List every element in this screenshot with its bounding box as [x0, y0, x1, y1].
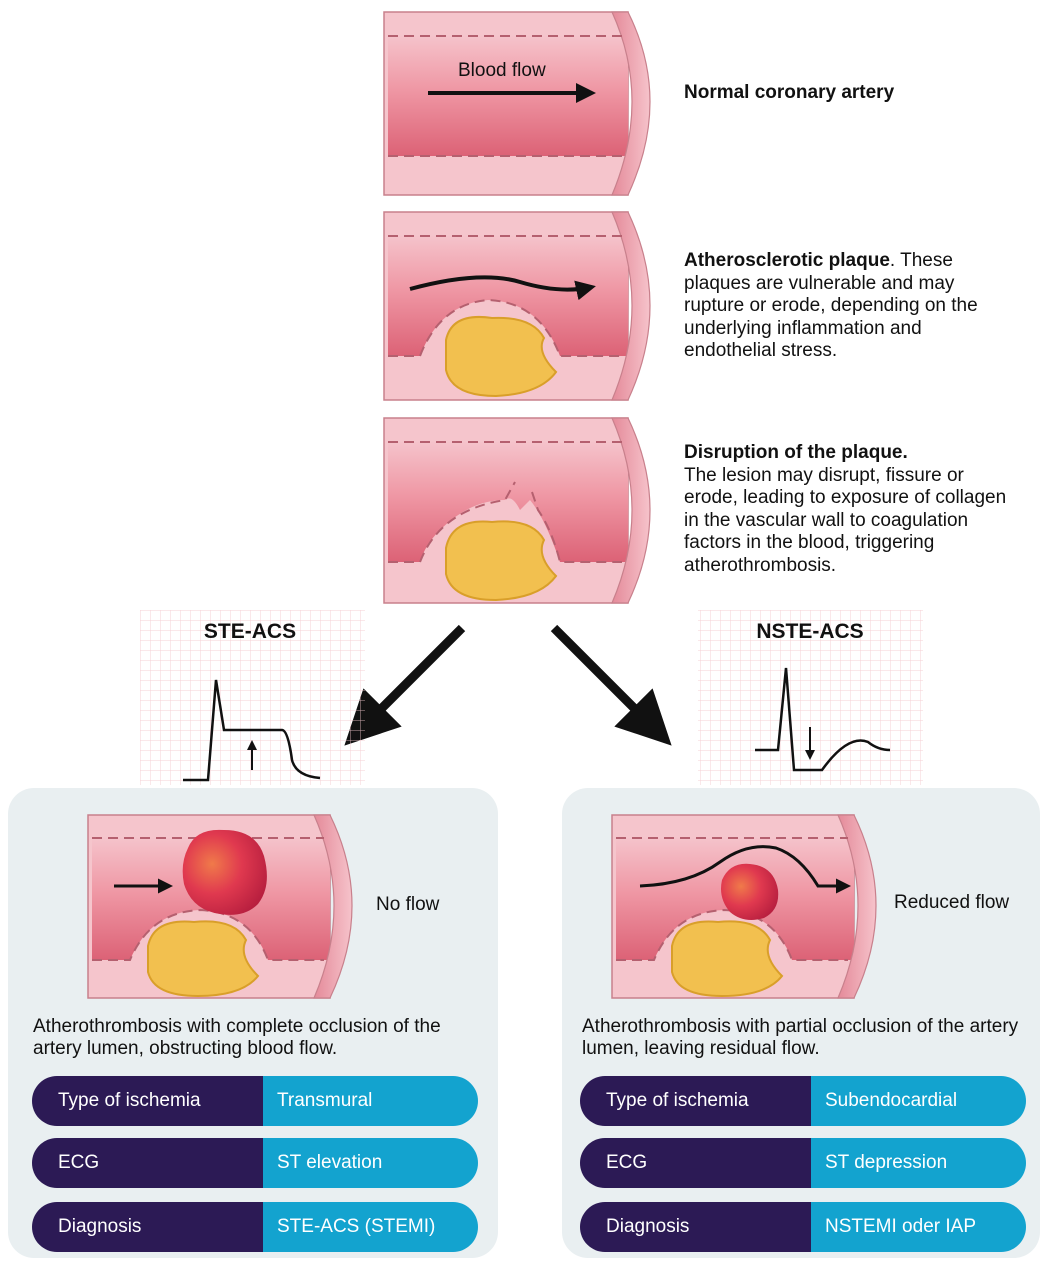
row-key: ECG — [580, 1138, 811, 1188]
row-ischemia-nste: Type of ischemia Subendocardial — [580, 1076, 1026, 1126]
stage-title-plaque: Atherosclerotic plaque — [684, 250, 890, 271]
row-key: ECG — [32, 1138, 263, 1188]
description-ste: Atherothrombosis with complete occlusion… — [33, 1016, 483, 1060]
row-diagnosis-ste: Diagnosis STE-ACS (STEMI) — [32, 1202, 478, 1252]
flow-label-no-flow: No flow — [376, 894, 439, 916]
stage-block-disruption: Disruption of the plaque. The lesion may… — [684, 442, 1019, 577]
flow-label-reduced-flow: Reduced flow — [894, 892, 1009, 914]
row-key: Type of ischemia — [32, 1076, 263, 1126]
description-nste: Atherothrombosis with partial occlusion … — [582, 1016, 1022, 1060]
row-ecg-nste: ECG ST depression — [580, 1138, 1026, 1188]
flow-label-normal: Blood flow — [458, 60, 546, 82]
row-value: ST elevation — [263, 1138, 478, 1188]
row-key: Diagnosis — [32, 1202, 263, 1252]
row-value: STE-ACS (STEMI) — [263, 1202, 478, 1252]
stage-text-disruption: The lesion may disrupt, fissure or erode… — [684, 465, 1019, 578]
row-diagnosis-nste: Diagnosis NSTEMI oder IAP — [580, 1202, 1026, 1252]
stage-title-normal: Normal coronary artery — [684, 82, 894, 104]
row-ecg-ste: ECG ST elevation — [32, 1138, 478, 1188]
row-value: ST depression — [811, 1138, 1026, 1188]
stage-title-disruption: Disruption of the plaque. — [684, 442, 1019, 465]
row-value: Transmural — [263, 1076, 478, 1126]
stage-block-plaque: Atherosclerotic plaque. These plaques ar… — [684, 250, 1014, 363]
row-key: Type of ischemia — [580, 1076, 811, 1126]
artery-occluded — [88, 815, 352, 998]
ecg-title-ste: STE-ACS — [140, 620, 360, 644]
ecg-title-nste: NSTE-ACS — [700, 620, 920, 644]
row-value: Subendocardial — [811, 1076, 1026, 1126]
row-key: Diagnosis — [580, 1202, 811, 1252]
row-ischemia-ste: Type of ischemia Transmural — [32, 1076, 478, 1126]
row-value: NSTEMI oder IAP — [811, 1202, 1026, 1252]
artery-partial — [612, 815, 876, 998]
